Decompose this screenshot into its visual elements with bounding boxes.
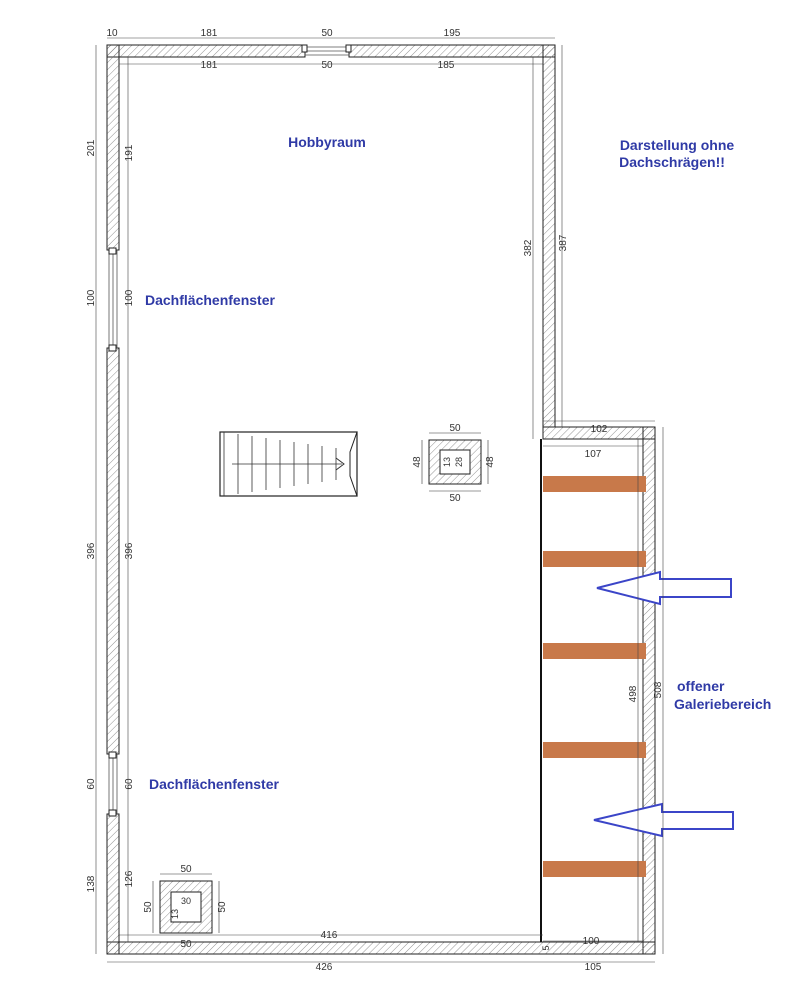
dim-top-outer-3: 195 [444, 28, 461, 39]
dim-left-outer-5: 138 [86, 875, 97, 892]
chimney2-right-dim: 50 [217, 901, 228, 913]
stair-arrow-icon [335, 457, 345, 471]
chimney1-left-dim: 48 [412, 456, 423, 468]
chimney2-top-dim: 50 [180, 864, 192, 875]
room-label: Hobbyraum [288, 134, 366, 150]
dim-top-inner-2: 50 [321, 60, 333, 71]
dim-top-outer-edge: 10 [106, 28, 118, 39]
top-window [301, 44, 352, 56]
window-label-lower: Dachflächenfenster [149, 776, 279, 792]
dim-left-inner-1: 191 [124, 144, 135, 161]
dim-left-outer-4: 60 [86, 778, 97, 790]
chimney1-top-dim: 50 [449, 423, 461, 434]
labels: Hobbyraum Darstellung ohne Dachschrägen!… [145, 134, 771, 792]
dim-right-lower-outer: 508 [653, 681, 664, 698]
chimney1-flue-dim: 13 [442, 457, 452, 467]
dim-step-inner: 107 [585, 449, 602, 460]
right-upper-wall [542, 44, 556, 428]
gallery-label-1: offener [677, 678, 725, 694]
dimension-texts: 10 181 50 195 181 50 185 201 100 396 60 … [86, 28, 664, 973]
dim-top-inner-3: 185 [438, 60, 455, 71]
window-label-upper: Dachflächenfenster [145, 292, 275, 308]
beam [543, 861, 646, 877]
chimney2-flue-dim: 13 [170, 909, 180, 919]
arrow-left-icon [596, 570, 732, 606]
chimney1-right-dim: 48 [485, 456, 496, 468]
dimension-lines [95, 37, 664, 963]
left-window-upper [108, 247, 118, 352]
chimney-corner: 50 50 50 30 13 [143, 864, 228, 934]
staircase [219, 431, 358, 497]
gallery-label-2: Galeriebereich [674, 696, 771, 712]
beam [543, 476, 646, 492]
dim-left-inner-2: 100 [124, 289, 135, 306]
beam [543, 742, 646, 758]
dim-left-outer-3: 396 [86, 542, 97, 559]
beam [543, 643, 646, 659]
walls [106, 44, 656, 955]
dim-left-inner-5: 126 [124, 870, 135, 887]
gallery-beams [543, 476, 646, 877]
dim-bottom-outer-1: 426 [316, 962, 333, 973]
dim-right-lower-inner: 498 [628, 685, 639, 702]
dim-left-inner-4: 60 [124, 778, 135, 790]
dim-top-inner-1: 181 [201, 60, 218, 71]
chimney2-left-dim: 50 [143, 901, 154, 913]
dim-bottom-inner-1: 50 [180, 939, 192, 950]
top-wall-left [106, 44, 306, 58]
dim-bottom-outer-2: 105 [585, 962, 602, 973]
note-line-1: Darstellung ohne [620, 137, 735, 153]
dim-right-upper-inner: 382 [523, 239, 534, 256]
dim-right-upper-outer: 387 [558, 234, 569, 251]
dim-left-inner-3: 396 [124, 542, 135, 559]
dim-step-outer: 102 [591, 424, 608, 435]
left-wall-3 [106, 813, 120, 955]
dim-top-outer-1: 181 [201, 28, 218, 39]
beam [543, 551, 646, 567]
chimney1-inner-dim: 28 [454, 457, 464, 467]
chimney2-inner-dim: 30 [181, 896, 191, 906]
arrow-left-icon [593, 802, 734, 838]
top-wall-right [348, 44, 556, 58]
dim-bottom-small: 5 [541, 945, 551, 950]
chimney1-bottom-dim: 50 [449, 493, 461, 504]
chimney-center: 50 50 48 48 28 13 [412, 423, 496, 504]
dim-left-outer-2: 100 [86, 289, 97, 306]
dim-bottom-inner-2: 416 [321, 930, 338, 941]
left-wall-2 [106, 347, 120, 755]
dim-top-outer-2: 50 [321, 28, 333, 39]
note-line-2: Dachschrägen!! [619, 154, 725, 170]
dim-left-outer-1: 201 [86, 139, 97, 156]
left-window-lower [108, 751, 118, 817]
dim-bottom-inner-3: 100 [583, 936, 600, 947]
gallery-arrows [593, 570, 734, 838]
left-wall-1 [106, 44, 120, 251]
